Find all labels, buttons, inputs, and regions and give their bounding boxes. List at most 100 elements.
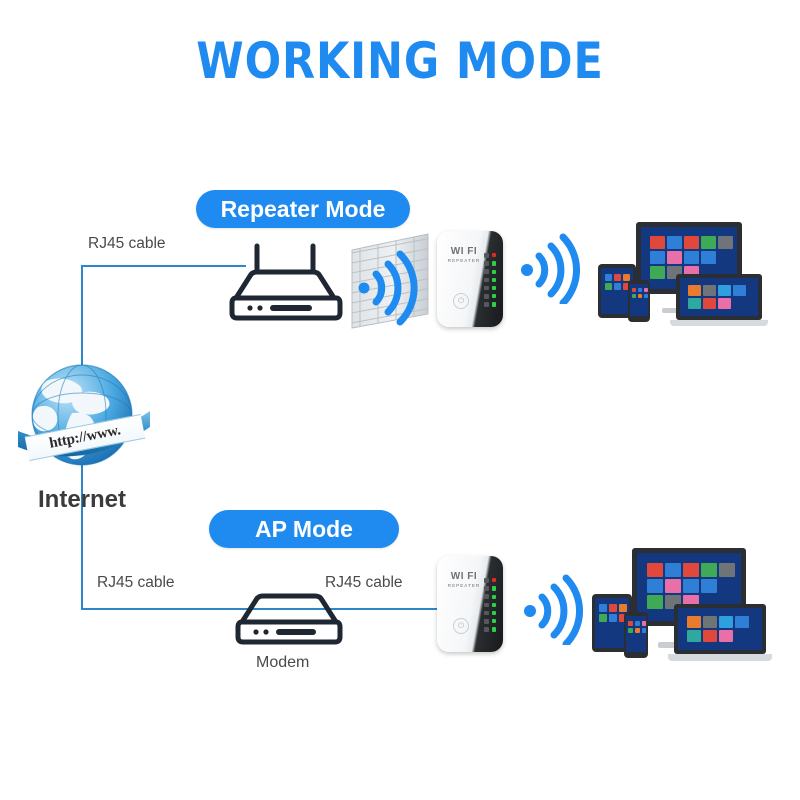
badge-repeater-mode[interactable]: Repeater Mode [196,190,410,228]
led-indicator [491,602,496,607]
tile[interactable] [718,285,731,296]
tile[interactable] [614,274,621,281]
tile[interactable] [628,621,633,626]
tile[interactable] [719,630,733,642]
tile[interactable] [718,298,731,309]
tile[interactable] [703,285,716,296]
cable-label-top: RJ45 cable [88,235,166,252]
tile[interactable] [638,294,642,298]
wifi-router-icon [229,243,343,321]
tile [719,579,735,593]
tile[interactable] [632,288,636,292]
tile[interactable] [701,563,717,577]
tile[interactable] [718,236,733,249]
repeater-led-row [484,618,496,624]
tile[interactable] [687,616,701,628]
tile[interactable] [665,579,681,593]
tile[interactable] [650,236,665,249]
led-icon [484,618,489,624]
repeater-led-row [484,253,496,258]
wifi-repeater-device-bottom: WI FI REPEATER ⏻ [437,556,503,652]
wifi-signal-repeater-out [518,232,580,307]
tile[interactable] [642,621,646,626]
repeater-brand-line1: WI FI [450,571,478,582]
tile[interactable] [605,283,612,290]
power-button-icon[interactable]: ⏻ [453,618,469,634]
client-device-cluster-top [598,222,774,332]
tile[interactable] [684,251,699,264]
repeater-led-row [484,293,496,299]
tile[interactable] [667,236,682,249]
tile[interactable] [635,628,640,633]
led-icon [484,293,489,299]
power-button-icon[interactable]: ⏻ [453,293,469,309]
tile[interactable] [647,595,663,609]
tile[interactable] [644,294,648,298]
tile[interactable] [733,285,746,296]
tile[interactable] [667,251,682,264]
tile[interactable] [719,616,733,628]
cable-label-bottom-left: RJ45 cable [97,574,175,591]
repeater-led-panel [484,253,496,307]
tile[interactable] [644,288,648,292]
led-icon [484,302,489,307]
tile[interactable] [703,630,717,642]
tile[interactable] [650,266,665,279]
repeater-led-row [484,578,496,583]
tile[interactable] [642,628,646,633]
badge-ap-mode[interactable]: AP Mode [209,510,399,548]
tile[interactable] [687,630,701,642]
tile[interactable] [635,621,640,626]
tile[interactable] [688,298,701,309]
tile[interactable] [647,579,663,593]
tile[interactable] [619,614,627,622]
tile[interactable] [684,236,699,249]
tile[interactable] [599,614,607,622]
led-indicator [491,294,496,299]
badge-ap-mode-label: AP Mode [255,515,353,542]
laptop-base [670,320,768,326]
tile[interactable] [683,563,699,577]
led-icon [484,627,489,632]
repeater-led-row [484,594,496,599]
wifi-router [228,242,344,324]
tile[interactable] [623,283,630,290]
led-indicator [491,594,496,599]
tile[interactable] [665,563,681,577]
tile [718,251,733,264]
tile[interactable] [599,604,607,612]
led-icon [484,285,489,291]
led-indicator [491,586,496,591]
tile[interactable] [632,294,636,298]
tile[interactable] [683,579,699,593]
tile[interactable] [703,298,716,309]
tile[interactable] [638,288,642,292]
tile[interactable] [623,274,630,281]
tile[interactable] [701,236,716,249]
tile[interactable] [609,604,617,612]
tile[interactable] [719,563,735,577]
tile[interactable] [650,251,665,264]
wifi-signal-icon [524,574,583,648]
led-indicator [491,285,496,291]
tile[interactable] [609,614,617,622]
led-icon [484,277,489,283]
tile[interactable] [703,616,717,628]
tile[interactable] [619,604,627,612]
tile[interactable] [647,563,663,577]
repeater-brand: WI FI REPEATER [443,571,485,589]
tile[interactable] [735,616,749,628]
led-indicator [491,269,496,274]
repeater-led-row [484,277,496,283]
tile[interactable] [605,274,612,281]
repeater-led-panel [484,578,496,632]
tile[interactable] [688,285,701,296]
tile[interactable] [701,251,716,264]
badge-repeater-mode-label: Repeater Mode [220,195,386,222]
tile[interactable] [628,628,633,633]
led-icon [484,269,489,274]
brick-wall [348,232,432,330]
tile[interactable] [701,579,717,593]
tile[interactable] [614,283,621,290]
